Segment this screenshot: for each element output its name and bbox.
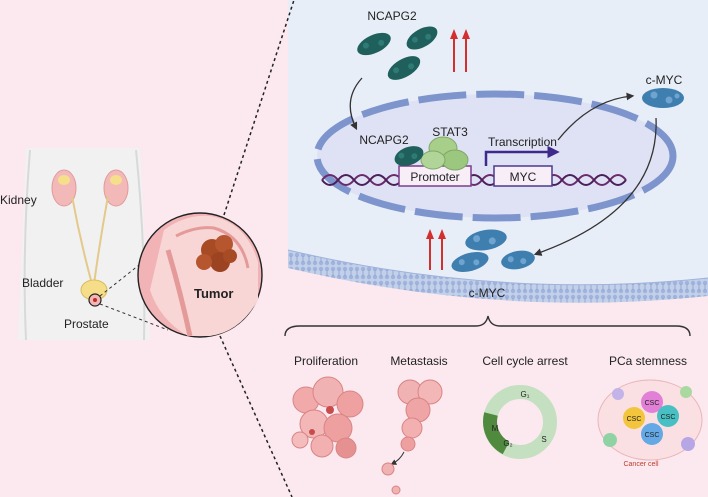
ncapg2-inner: NCAPG2 <box>359 133 424 166</box>
outcome-metastasis-label: Metastasis <box>390 354 447 368</box>
panel-divider-top <box>223 0 295 216</box>
outcome-proliferation-label: Proliferation <box>294 354 358 368</box>
tumor-label: Tumor <box>194 286 233 301</box>
outcome-stemness-label: PCa stemness <box>609 354 687 368</box>
myc-gene-box: MYC <box>493 165 553 187</box>
kidney-right <box>103 169 129 207</box>
phase-g1-label: G₁ <box>521 390 530 399</box>
phase-g2-label: G₂ <box>503 439 512 448</box>
protein-icon <box>387 56 421 80</box>
cell-cluster-icon <box>291 376 364 459</box>
phase-s-label: S <box>541 435 546 444</box>
kidney-label: Kidney <box>0 193 37 207</box>
phase-m-label: M <box>492 424 499 433</box>
body-diagram: Kidney Bladder Prostate <box>0 148 150 341</box>
stat3-label: STAT3 <box>432 125 468 139</box>
torso <box>18 148 150 340</box>
dna-strand <box>321 174 627 186</box>
prostate-label: Prostate <box>64 317 109 331</box>
cmyc-bottom: c-MYC <box>426 229 535 300</box>
myc-gene-label: MYC <box>510 170 537 184</box>
promoter-label: Promoter <box>410 170 459 184</box>
cmyc-right-label: c-MYC <box>646 73 683 87</box>
protein-icon <box>394 146 424 166</box>
stat3-protein: STAT3 <box>420 125 469 171</box>
csc-label: CSC <box>645 400 660 407</box>
cmyc-bottom-label: c-MYC <box>469 286 506 300</box>
nucleus-body <box>317 94 673 218</box>
tumor-zoom: Tumor <box>137 212 263 338</box>
transcription-arrow-icon <box>484 145 560 166</box>
protein-icon <box>451 252 489 272</box>
protein-icon <box>465 229 507 251</box>
nuclear-envelope <box>313 90 677 222</box>
outcomes: Proliferation Metastasis Cell cycle arre… <box>291 354 703 495</box>
curved-arrow-icon <box>349 77 363 131</box>
outcome-cell-cycle-label: Cell cycle arrest <box>482 354 568 368</box>
cell-membrane <box>288 250 708 303</box>
cell-cycle-icon: G₁ S G₂ M <box>483 385 557 459</box>
dna-icon-strand2 <box>321 174 627 186</box>
ncapg2-top-label: NCAPG2 <box>367 9 417 23</box>
bracket-icon <box>284 315 691 337</box>
transcription-arrow: Transcription <box>484 135 560 166</box>
curved-arrow-icon <box>533 117 657 256</box>
csc-label: CSC <box>645 432 660 439</box>
protein-icon <box>406 26 438 50</box>
panel-divider-bottom <box>219 335 293 497</box>
protein-icon <box>642 88 684 108</box>
protein-icon <box>501 250 535 270</box>
ncapg2-inner-label: NCAPG2 <box>359 133 409 147</box>
dna-icon <box>321 174 627 186</box>
metastasis-icon <box>381 379 443 495</box>
tumor-mass <box>196 235 237 272</box>
nucleus <box>313 90 677 222</box>
bladder-label: Bladder <box>22 276 63 290</box>
cancer-cell-label: Cancer cell <box>623 461 658 468</box>
csc-label: CSC <box>627 416 642 423</box>
curved-arrow-icon <box>557 92 635 141</box>
csc-label: CSC <box>661 414 676 421</box>
cmyc-right: c-MYC <box>533 73 684 256</box>
zoom-line <box>99 303 169 331</box>
transcription-label: Transcription <box>488 135 557 149</box>
protein-icon <box>357 32 391 56</box>
membrane-outer-line <box>287 249 708 286</box>
kidney-left <box>51 169 77 207</box>
stemness-icon: CSC CSC CSC CSC Cancer cell <box>597 379 703 468</box>
ncapg2-top: NCAPG2 <box>349 9 470 131</box>
